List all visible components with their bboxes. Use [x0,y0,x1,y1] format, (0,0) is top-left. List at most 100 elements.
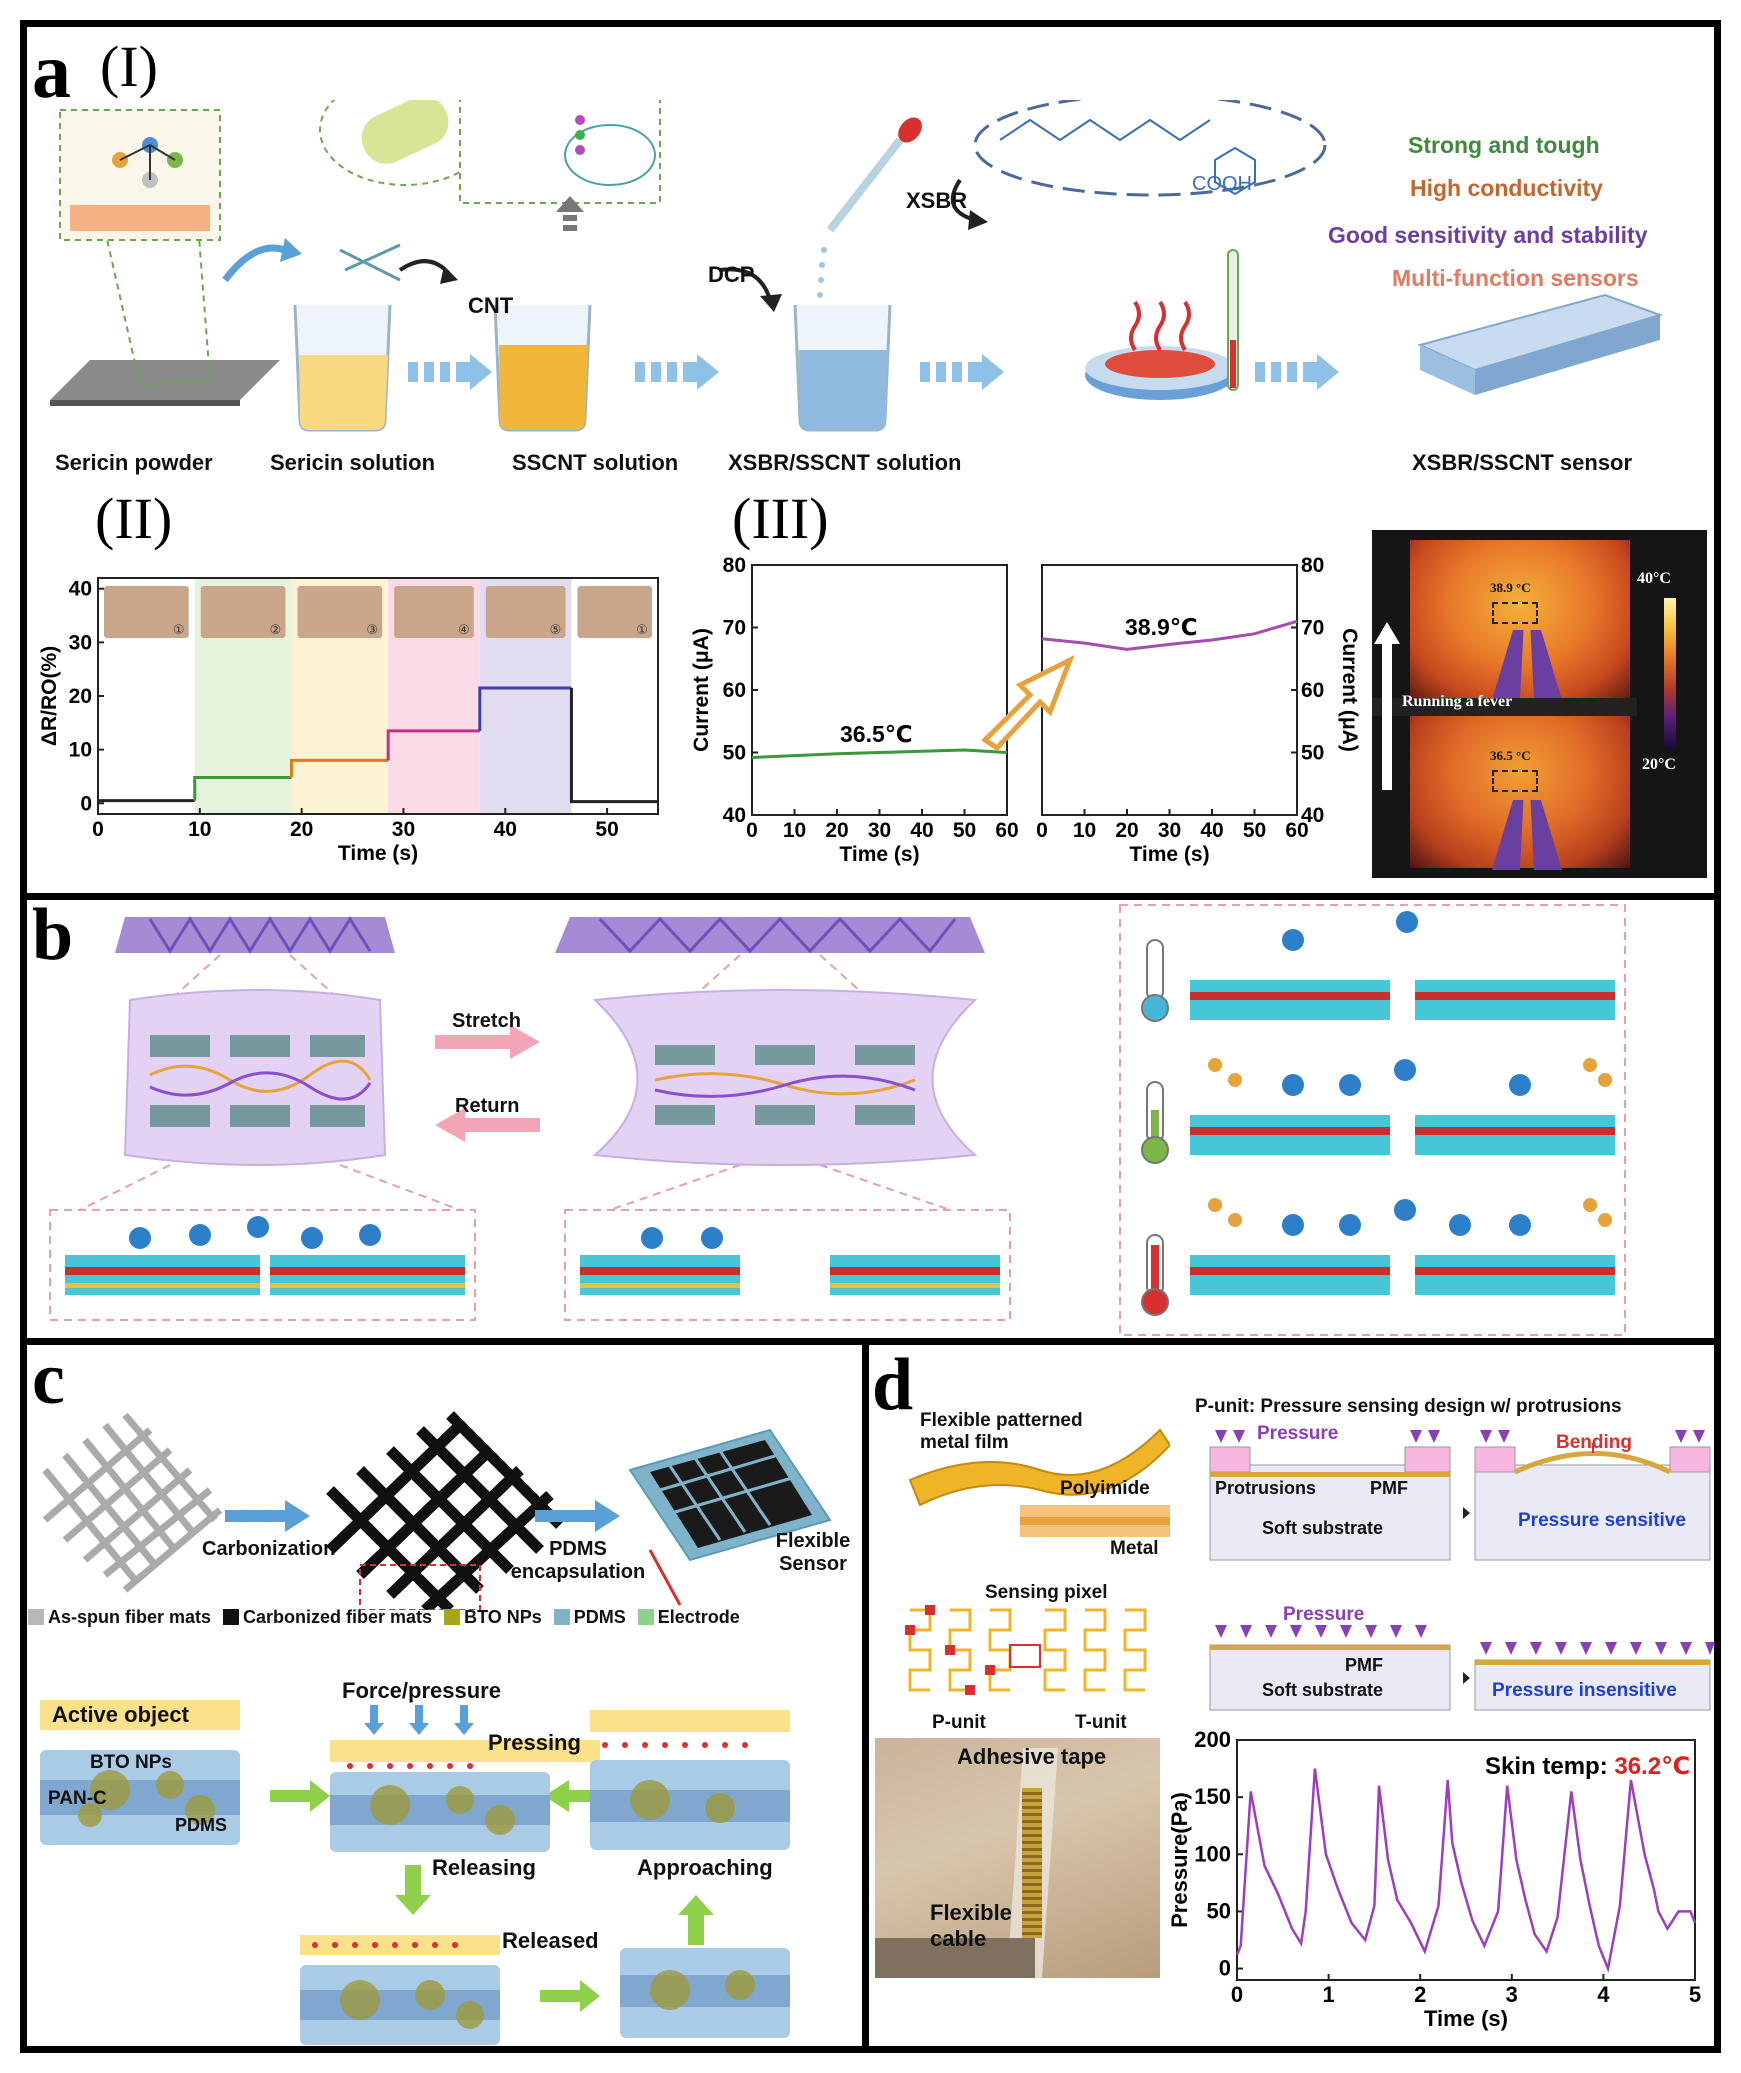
flexible-sensor-label: Flexible Sensor [775,1530,851,1575]
polyimide-label: Polyimide [1060,1478,1150,1499]
reagent-xsbr-label: XSBR [906,188,968,213]
transition-arrow [981,654,1075,752]
x-axis-label: Time (s) [839,843,919,866]
x-tick-label: 5 [1689,1982,1701,2007]
property-strong: Strong and tough [1408,132,1600,158]
y-axis-label: Current (μA) [1338,628,1361,752]
legend-pdms: PDMS [573,1606,626,1627]
legend-swatch-bto [444,1609,461,1625]
y-tick-label: 70 [1301,617,1324,640]
sensing-pixel-label: Sensing pixel [985,1582,1108,1603]
truss-relaxed [115,916,395,954]
sericin-powder-sheet [50,360,280,400]
panel-d-label: d [872,1344,914,1426]
y-tick-label: 60 [723,679,746,702]
pressure-series [1235,1768,1697,1974]
panel-a-I-label: (I) [100,34,158,99]
reagent-cnt-label: CNT [468,293,514,318]
fiber-fabrication-illustration [42,1411,832,1610]
soft-substrate-label-2: Soft substrate [1262,1680,1384,1700]
y-axis-label: Current (μA) [690,628,713,752]
step-xsbr-sscnt-sensor: XSBR/SSCNT sensor [1412,450,1633,475]
arm-pose-photo [297,586,383,638]
panel-b-label: b [32,894,74,976]
return-arrow [435,1108,540,1142]
y-tick-label: 70 [723,617,746,640]
panel-a-II-label: (II) [95,486,173,551]
pressure-insensitive-label: Pressure insensitive [1492,1680,1677,1701]
legend-bto: BTO NPs [464,1606,542,1627]
scale-min-label: 20°C [1642,756,1676,773]
pmf-label-1: PMF [1370,1478,1408,1498]
plot-frame [1236,1739,1696,1981]
x-tick-label: 0 [1036,819,1048,842]
response-segment [569,687,658,804]
panel-c-legend: As-spun fiber mats Carbonized fiber mats… [28,1602,868,1632]
step-sericin-powder: Sericin powder [55,450,213,475]
arm-pose-photo [200,586,286,638]
current-series-fever [1041,619,1298,651]
y-tick-label: 80 [1301,554,1324,577]
pdms-encapsulation-label: PDMS encapsulation [510,1538,646,1583]
punit-design-illustration [1209,1430,1711,1561]
crystal-slabs-relaxed [65,1255,465,1295]
tunit-design-illustration [1209,1625,1715,1711]
x-tick-label: 20 [1115,819,1138,842]
x-tick-label: 50 [953,819,976,842]
fever-note: Running a fever [1402,693,1513,710]
y-axis-label: Pressure(Pa) [1167,1792,1192,1928]
x-tick-label: 40 [910,819,933,842]
y-tick-label: 50 [1207,1898,1231,1923]
x-tick-label: 50 [595,818,618,841]
carbonization-label: Carbonization [202,1538,336,1560]
property-conductivity: High conductivity [1410,175,1603,201]
property-multifunction: Multi-function sensors [1392,265,1639,291]
approaching-label: Approaching [637,1855,773,1880]
y-tick-label: 0 [1219,1956,1231,1981]
thermometer-hot-icon [1141,1234,1169,1316]
film-label: Flexible patterned metal film [920,1410,1083,1453]
x-tick-label: 40 [494,818,517,841]
pose-number: ④ [458,622,470,637]
scale-max-label: 40°C [1637,570,1671,587]
xsbr-sscnt-sensor-slab [1417,293,1664,395]
thermal-image: 38.9 °C 36.5 °C Running a fever 40°C 20°… [1372,530,1707,878]
pose-number: ① [636,622,648,637]
releasing-label: Releasing [432,1855,536,1880]
x-tick-label: 10 [783,819,806,842]
pose-number: ③ [366,622,378,637]
released-label: Released [502,1928,599,1953]
skin-temp-annotation: Skin temp: 36.2℃ [1485,1753,1690,1780]
panel-a-label: a [32,27,71,114]
x-tick-label: 2 [1414,1982,1426,2007]
cnt-bundle [339,243,401,282]
x-axis-label: Time (s) [1129,843,1209,866]
punit-label: P-unit [932,1712,986,1733]
as-spun-fiber-mat [42,1412,223,1593]
metal-label: Metal [1110,1538,1159,1559]
force-pressure-label: Force/pressure [342,1678,501,1703]
return-label: Return [455,1095,520,1117]
temperature-mechanism-illustration [1119,904,1626,1336]
step-sericin-solution: Sericin solution [270,450,436,475]
x-tick-label: 30 [1158,819,1181,842]
pressing-label: Pressing [488,1730,581,1755]
x-tick-label: 20 [290,818,313,841]
x-tick-label: 3 [1506,1982,1518,2007]
x-tick-label: 1 [1322,1982,1334,2007]
thermal-top-temp: 38.9 °C [1490,580,1531,595]
x-tick-label: 0 [746,819,758,842]
response-segment [478,686,572,731]
annotation-36-5: 36.5℃ [840,721,913,747]
y-tick-label: 100 [1194,1841,1231,1866]
arm-pose-photo [485,586,566,638]
y-tick-label: 150 [1194,1784,1231,1809]
arm-pose-photo [577,586,652,638]
step-sscnt-solution: SSCNT solution [512,450,679,475]
truss-stretched [555,916,985,954]
y-tick-label: 20 [69,685,92,708]
gel-relaxed [123,989,387,1166]
